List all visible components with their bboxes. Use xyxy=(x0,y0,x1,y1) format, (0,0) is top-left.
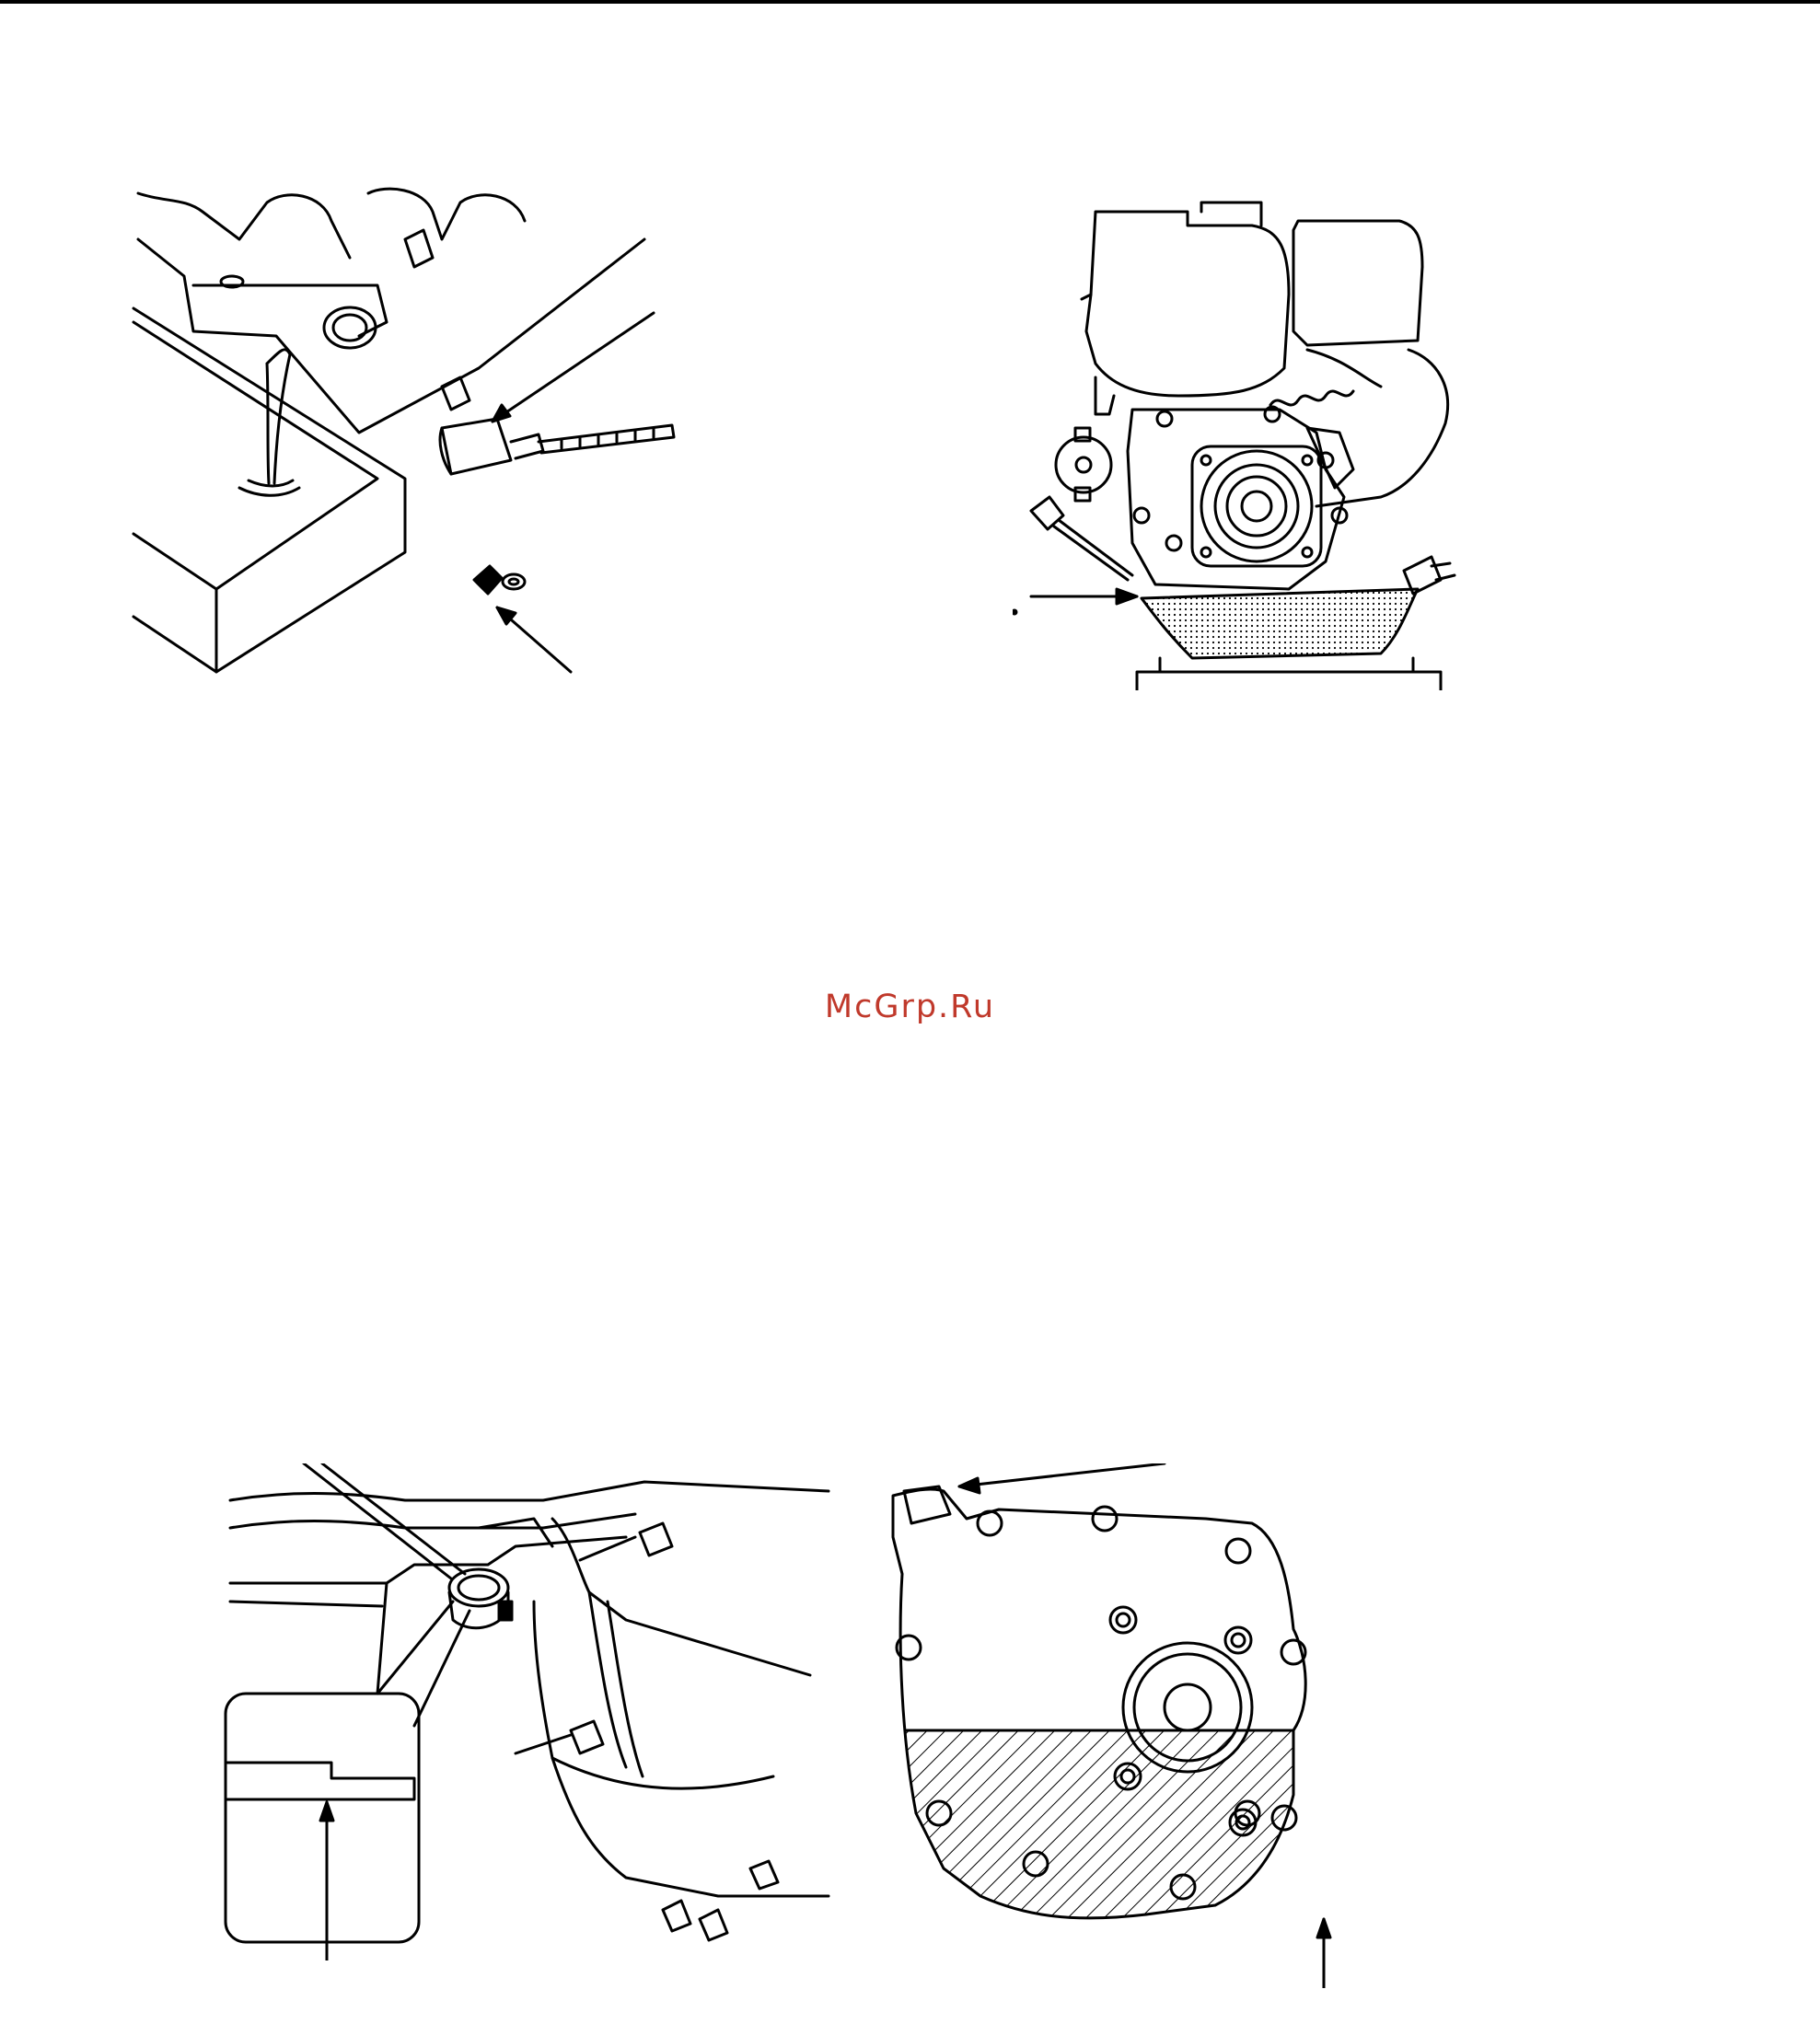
reduction-case-filler-illustration xyxy=(203,1463,847,1960)
engine-oil-drain-illustration xyxy=(129,184,681,681)
top-rule xyxy=(0,0,1820,4)
reduction-cover-oil-level-illustration xyxy=(884,1463,1547,1988)
engine-front-oil-level-illustration xyxy=(1013,193,1620,690)
watermark-text: McGrp.Ru xyxy=(0,989,1820,1025)
